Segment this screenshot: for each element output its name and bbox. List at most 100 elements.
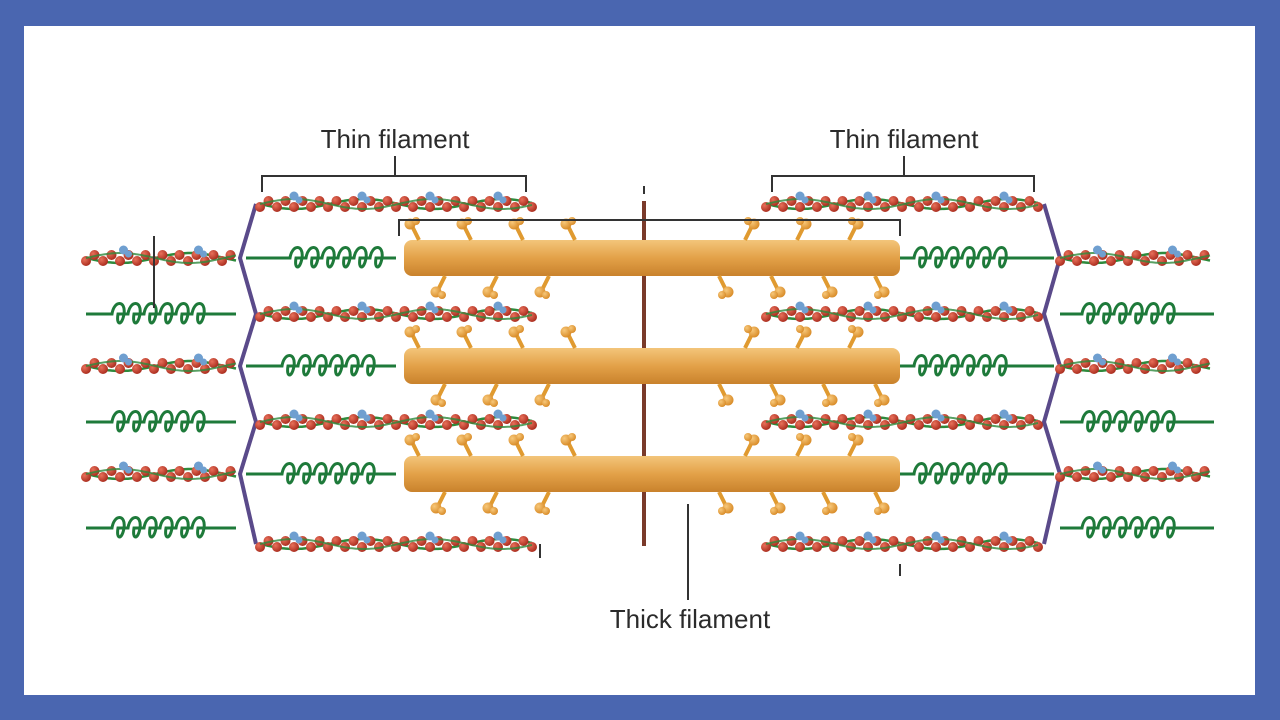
actin-bead: [484, 306, 495, 316]
actin-bead: [837, 536, 848, 546]
actin-bead: [527, 420, 537, 430]
actin-bead: [174, 358, 185, 368]
actin-bead: [272, 420, 282, 430]
actin-bead: [1131, 358, 1142, 368]
myosin-head: [438, 399, 446, 407]
troponin: [431, 536, 439, 544]
actin-bead: [837, 196, 848, 206]
actin-bead: [174, 250, 185, 260]
actin-bead: [208, 250, 219, 260]
actin-bead: [81, 364, 91, 374]
actin-bead: [812, 542, 822, 552]
tropomyosin-strand: [765, 198, 1039, 210]
actin-bead: [888, 536, 899, 546]
titin-spring: [246, 246, 396, 269]
myosin-head: [848, 325, 856, 333]
actin-bead: [1157, 256, 1167, 266]
actin-bead: [115, 364, 125, 374]
actin-bead: [493, 312, 503, 322]
thin-filament: [761, 301, 1043, 322]
troponin: [1099, 358, 1106, 366]
actin-bead: [306, 542, 316, 552]
thin-filament: [761, 191, 1043, 212]
actin-bead: [280, 196, 291, 206]
titin-spring: [1060, 516, 1214, 539]
actin-bead: [999, 542, 1009, 552]
actin-bead: [510, 202, 520, 212]
actin-bead: [1106, 256, 1116, 266]
troponin: [499, 536, 507, 544]
myosin-head: [464, 433, 472, 441]
myosin-head: [822, 291, 830, 299]
actin-bead: [132, 472, 142, 482]
actin-bead: [442, 312, 452, 322]
actin-bead: [812, 420, 822, 430]
actin-bead: [357, 312, 367, 322]
actin-bead: [518, 414, 529, 424]
myosin-head: [822, 399, 830, 407]
actin-bead: [1157, 472, 1167, 482]
sarcomere-diagram: Thin filament Thin filament Thick filame…: [81, 124, 1214, 634]
actin-bead: [990, 306, 1001, 316]
actin-bead: [863, 202, 873, 212]
myosin-head: [874, 507, 882, 515]
actin-bead: [1055, 256, 1065, 266]
actin-bead: [778, 312, 788, 322]
actin-bead: [425, 202, 435, 212]
actin-bead: [208, 358, 219, 368]
troponin: [363, 196, 371, 204]
z-disc: [237, 203, 259, 545]
actin-bead: [348, 306, 359, 316]
thin-filament: [255, 409, 537, 430]
myosin-head: [796, 433, 804, 441]
troponin: [1099, 250, 1106, 258]
actin-bead: [1072, 472, 1082, 482]
actin-bead: [115, 256, 125, 266]
actin-bead: [1148, 358, 1159, 368]
myosin-head: [874, 291, 882, 299]
actin-bead: [1106, 364, 1116, 374]
actin-bead: [1024, 414, 1035, 424]
actin-bead: [1024, 536, 1035, 546]
actin-bead: [272, 202, 282, 212]
label-brackets: [153, 156, 1035, 600]
actin-bead: [863, 542, 873, 552]
actin-bead: [98, 364, 108, 374]
actin-bead: [786, 196, 797, 206]
troponin: [1099, 466, 1106, 474]
actin-bead: [931, 420, 941, 430]
titin-spring: [1060, 410, 1214, 433]
troponin: [869, 536, 877, 544]
actin-bead: [518, 536, 529, 546]
myosin-head: [568, 325, 576, 333]
tropomyosin-strand: [259, 538, 533, 550]
actin-bead: [973, 414, 984, 424]
titin-spring: [86, 516, 236, 539]
titin-coil: [1060, 302, 1214, 325]
actin-bead: [837, 306, 848, 316]
actin-bead: [357, 420, 367, 430]
actin-bead: [888, 196, 899, 206]
actin-bead: [442, 542, 452, 552]
myosin-head: [516, 325, 524, 333]
actin-bead: [493, 202, 503, 212]
actin-bead: [81, 256, 91, 266]
actin-bead: [331, 306, 342, 316]
thick-filament: [404, 325, 900, 407]
tropomyosin-strand: [765, 416, 1039, 428]
actin-bead: [98, 472, 108, 482]
actin-bead: [1016, 312, 1026, 322]
actin-bead: [98, 256, 108, 266]
tropomyosin-strand: [85, 468, 237, 480]
actin-bead: [973, 196, 984, 206]
actin-bead: [331, 196, 342, 206]
thin-filament: [81, 461, 237, 482]
actin-bead: [1016, 542, 1026, 552]
titin-spring: [898, 462, 1054, 485]
actin-bead: [467, 536, 478, 546]
actin-bead: [442, 202, 452, 212]
actin-bead: [888, 414, 899, 424]
actin-bead: [183, 364, 193, 374]
thick-filament-body: [404, 456, 900, 492]
troponin: [937, 414, 945, 422]
